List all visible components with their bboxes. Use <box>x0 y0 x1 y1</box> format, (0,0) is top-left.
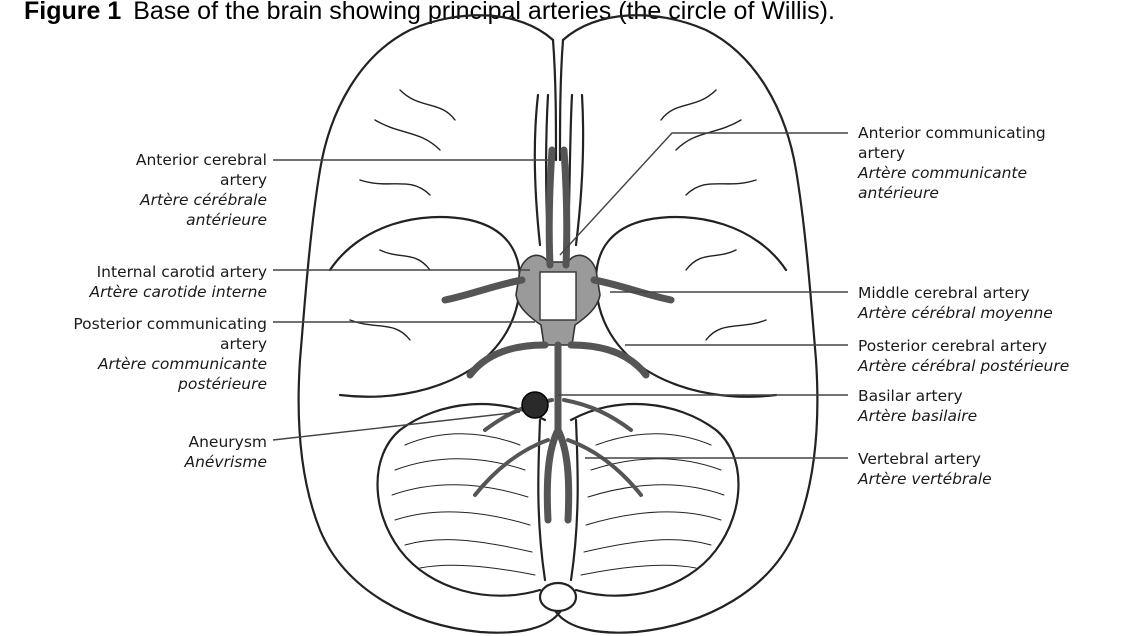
vertebral-arteries <box>547 430 568 520</box>
right-sulci <box>661 90 766 340</box>
right-temporal-lobe <box>596 217 786 397</box>
longitudinal-fissure <box>553 40 563 160</box>
leader-aneurysm <box>273 412 520 440</box>
label-internal-carotid-artery: Internal carotid artery Artère carotide … <box>90 262 267 302</box>
optic-chiasm <box>540 272 576 320</box>
label-anterior-cerebral-artery: Anterior cerebral artery Artère cérébral… <box>136 150 267 230</box>
middle-cerebral-artery-left <box>445 280 522 300</box>
left-sulci <box>350 90 455 340</box>
label-posterior-communicating-artery: Posterior communicating artery Artère co… <box>73 314 267 394</box>
spinal-cord-section <box>540 583 576 611</box>
aneurysm-marker <box>522 392 548 418</box>
cerebellum-right <box>571 404 739 596</box>
label-basilar-artery: Basilar artery Artère basilaire <box>858 386 977 426</box>
anterior-cerebral-arteries <box>549 150 567 265</box>
cerebellum-folia <box>392 434 724 575</box>
label-aneurysm: Aneurysm Anévrisme <box>184 432 267 472</box>
label-vertebral-artery: Vertebral artery Artère vertébrale <box>858 449 992 489</box>
cerebellum-left <box>378 404 546 596</box>
left-temporal-lobe <box>330 217 520 397</box>
label-posterior-cerebral-artery: Posterior cerebral artery Artère cérébra… <box>858 336 1069 376</box>
middle-cerebral-artery-right <box>594 280 671 300</box>
label-anterior-communicating-artery: Anterior communicating artery Artère com… <box>858 123 1046 203</box>
label-middle-cerebral-artery: Middle cerebral artery Artère cérébral m… <box>858 283 1053 323</box>
